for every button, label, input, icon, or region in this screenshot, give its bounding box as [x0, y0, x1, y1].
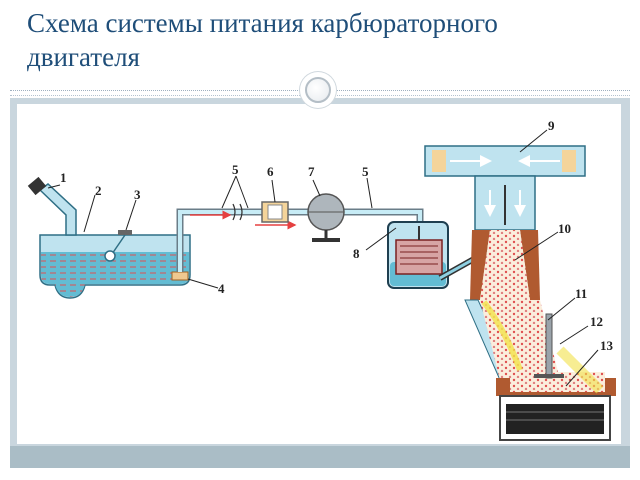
callout-13: 13 — [600, 338, 614, 353]
callout-3: 3 — [134, 187, 141, 202]
callout-5-left: 5 — [232, 162, 239, 177]
callout-5-right: 5 — [362, 164, 369, 179]
leader-lines — [47, 129, 599, 387]
carburetor — [424, 145, 586, 381]
callout-1: 1 — [60, 170, 67, 185]
callout-7: 7 — [308, 164, 315, 179]
callout-8: 8 — [353, 246, 360, 261]
fuel-tank — [27, 176, 191, 299]
diagram-frame-bottom-band — [10, 446, 630, 468]
fuel-pump — [307, 193, 345, 242]
fuel-filter — [261, 201, 289, 223]
callout-11: 11 — [575, 286, 587, 301]
callout-10: 10 — [558, 221, 571, 236]
slide-title: Схема системы питания карбюраторного дви… — [27, 8, 498, 72]
callout-4: 4 — [218, 281, 225, 296]
callout-6: 6 — [267, 164, 274, 179]
slide-ornament — [300, 72, 336, 108]
callout-12: 12 — [590, 314, 603, 329]
slide-ornament-ring — [305, 77, 331, 103]
callout-labels: 1 2 3 4 5 6 7 5 8 9 10 11 12 13 — [60, 118, 614, 353]
fuel-line — [176, 203, 424, 272]
callout-9: 9 — [548, 118, 555, 133]
callout-2: 2 — [95, 183, 102, 198]
